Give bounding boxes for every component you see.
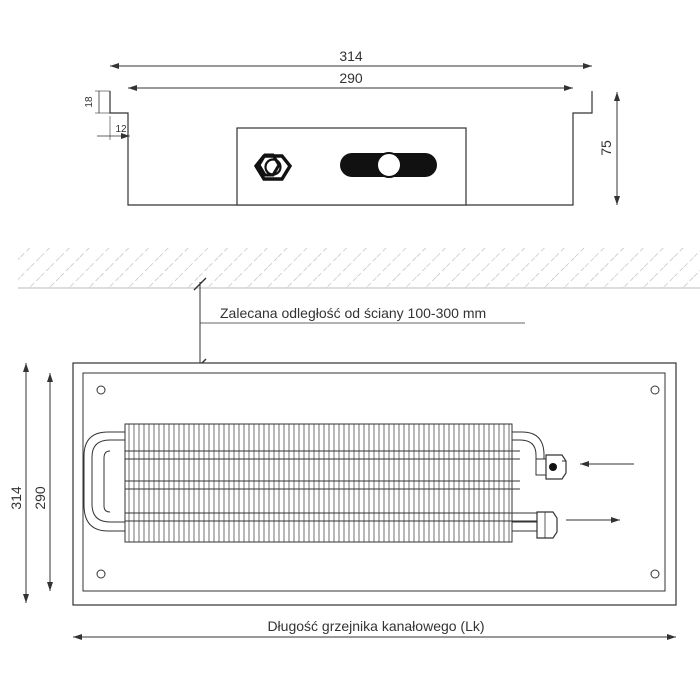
wall bbox=[18, 248, 700, 289]
valve-knob-icon bbox=[549, 463, 557, 471]
mounting-hole-bottom-right bbox=[650, 569, 660, 579]
flange-width-label: 12 bbox=[115, 124, 127, 135]
length-label: Długość grzejnika kanałowego (Lk) bbox=[267, 618, 484, 634]
wall-distance-dimension: Zalecana odległość od ściany 100-300 mm bbox=[193, 277, 525, 372]
plan-inner-width-label: 290 bbox=[32, 486, 48, 510]
wall-distance-tick-top bbox=[193, 277, 207, 291]
mounting-hole-top-right bbox=[650, 385, 660, 395]
supply-valve-fitting bbox=[535, 454, 567, 480]
pipe-circle bbox=[376, 152, 402, 178]
return-pipe-fitting bbox=[536, 511, 558, 539]
heating-pipe-loop bbox=[83, 431, 545, 532]
heat-exchanger-tubes bbox=[125, 450, 540, 522]
mounting-hole-top-left bbox=[96, 385, 106, 395]
cross-section-view: 314 290 18 12 75 bbox=[84, 48, 620, 206]
hex-nut-bore bbox=[264, 158, 282, 176]
mounting-hole-bottom-left bbox=[96, 569, 106, 579]
plan-view: 314 290 Długość grzejnika kanałowego (Lk… bbox=[8, 362, 677, 640]
wall-hatch bbox=[18, 248, 700, 288]
heat-exchanger-fins bbox=[124, 423, 513, 543]
trough-inner-frame bbox=[82, 372, 666, 592]
wall-distance-note: Zalecana odległość od ściany 100-300 mm bbox=[220, 305, 486, 321]
outer-width-label: 314 bbox=[339, 48, 363, 64]
inner-width-label: 290 bbox=[339, 70, 363, 86]
hex-nut-outline bbox=[253, 154, 293, 181]
height-label: 75 bbox=[598, 140, 614, 156]
flange-height-label: 18 bbox=[84, 96, 95, 108]
plan-outer-width-label: 314 bbox=[8, 486, 24, 510]
